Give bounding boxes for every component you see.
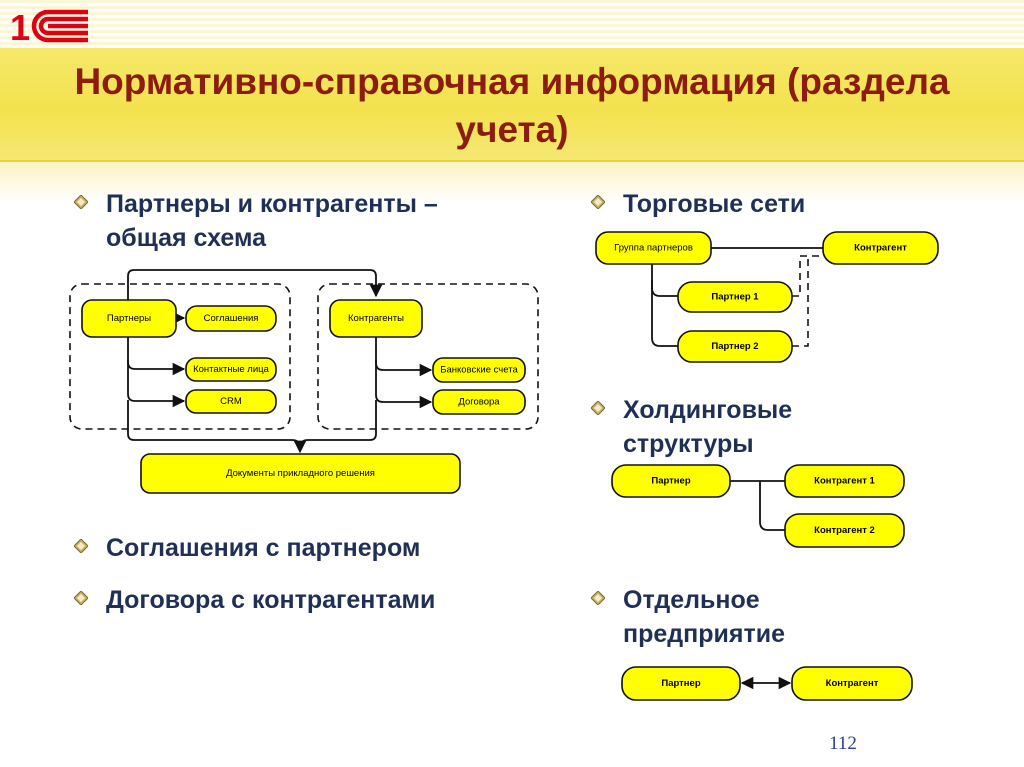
- edge-counterparties-documents: [299, 400, 377, 449]
- title-band-shadow: [0, 162, 1024, 202]
- node-partner1-label: Партнер 1: [711, 292, 759, 303]
- node-contracts-label: Договора: [458, 397, 500, 408]
- node-counterparty1-label: Контрагент 1: [814, 476, 875, 487]
- node-documents: Документы прикладного решения: [140, 453, 461, 494]
- node-counterparty1: Контрагент 1: [784, 464, 905, 498]
- node-counterparties: Контрагенты: [329, 299, 423, 338]
- node-partner-group: Группа партнеров: [595, 231, 712, 265]
- edge-counterparties-bank: [375, 337, 433, 377]
- node-tn-counterparty: Контрагент: [822, 231, 939, 265]
- partners-group-frame: [69, 283, 291, 430]
- bullet-contracts-text: Договора с контрагентами: [106, 586, 436, 614]
- bullet-single-enterprise: Отдельное предприятие: [591, 583, 991, 651]
- edge-group-partner1: [651, 264, 678, 297]
- slide-title: Нормативно-справочная информация (раздел…: [74, 61, 950, 150]
- bullet-single-enterprise-text: Отдельное предприятие: [623, 586, 785, 648]
- node-counterparties-label: Контрагенты: [348, 313, 404, 324]
- edge-partner2-counterparty: [792, 256, 809, 347]
- holdings-diagram: Партнер Контрагент 1 Контрагент 2: [611, 464, 905, 548]
- edge-partner-counterparty2: [759, 481, 785, 531]
- diamond-bullet-icon: [74, 591, 88, 605]
- page-number: 112: [829, 733, 857, 754]
- node-counterparty2-label: Контрагент 2: [814, 525, 875, 536]
- node-partner2: Партнер 2: [677, 330, 793, 363]
- node-se-partner: Партнер: [621, 666, 741, 701]
- 1c-logo: 1: [10, 7, 88, 48]
- node-crm-label: CRM: [220, 396, 242, 407]
- node-partner-group-label: Группа партнеров: [614, 243, 693, 254]
- edge-counterparties-contracts: [375, 360, 433, 409]
- node-partners-label: Партнеры: [107, 313, 151, 324]
- node-counterparty2: Контрагент 2: [784, 513, 905, 548]
- node-bank-accounts: Банковские счета: [432, 357, 526, 383]
- node-contact-persons-label: Контактные лица: [193, 364, 269, 375]
- diamond-bullet-icon: [591, 591, 605, 605]
- counterparties-group-frame: [317, 283, 539, 430]
- diamond-bullet-icon: [74, 539, 88, 553]
- node-contact-persons: Контактные лица: [185, 357, 277, 382]
- bullet-agreements: Соглашения с партнером: [74, 531, 514, 565]
- general-scheme-diagram: Партнеры Соглашения Контактные лица CRM …: [69, 269, 539, 494]
- bullet-partners-scheme: Партнеры и контрагенты – общая схема: [74, 187, 514, 255]
- node-holding-partner: Партнер: [611, 464, 731, 498]
- diamond-bullet-icon: [74, 195, 88, 209]
- node-contracts: Договора: [432, 389, 526, 415]
- bullet-trade-networks-text: Торговые сети: [623, 190, 806, 218]
- node-bank-accounts-label: Банковские счета: [440, 365, 518, 376]
- node-partner2-label: Партнер 2: [711, 341, 758, 352]
- node-se-counterparty: Контрагент: [791, 666, 913, 701]
- bullet-agreements-text: Соглашения с партнером: [106, 534, 421, 562]
- node-crm: CRM: [185, 389, 277, 414]
- node-partner1: Партнер 1: [677, 281, 793, 313]
- node-holding-partner-label: Партнер: [651, 476, 690, 487]
- diamond-bullet-icon: [591, 401, 605, 415]
- node-agreements: Соглашения: [185, 305, 277, 332]
- bullet-holdings-text: Холдинговые структуры: [623, 396, 793, 458]
- node-se-partner-label: Партнер: [661, 678, 700, 689]
- edge-partner1-counterparty: [792, 255, 823, 297]
- edge-partners-crm: [127, 360, 186, 408]
- bullet-partners-scheme-text: Партнеры и контрагенты – общая схема: [106, 190, 438, 252]
- node-tn-counterparty-label: Контрагент: [854, 243, 907, 254]
- single-enterprise-diagram: Партнер Контрагент: [621, 666, 913, 701]
- header-stripe: [0, 0, 1024, 48]
- diamond-bullet-icon: [591, 195, 605, 209]
- edge-group-partner2: [651, 280, 678, 347]
- title-band: [0, 48, 1024, 162]
- node-se-counterparty-label: Контрагент: [826, 678, 879, 689]
- logo-c-mark: [31, 9, 88, 43]
- node-partners: Партнеры: [81, 299, 177, 338]
- logo-digit: 1: [10, 7, 30, 48]
- bullet-contracts: Договора с контрагентами: [74, 583, 514, 617]
- node-agreements-label: Соглашения: [204, 313, 259, 324]
- edge-partners-counterparties: [127, 269, 383, 300]
- node-documents-label: Документы прикладного решения: [226, 468, 375, 479]
- bullet-holdings: Холдинговые структуры: [591, 393, 991, 461]
- edge-partners-contacts: [127, 337, 186, 376]
- trade-networks-diagram: Группа партнеров Контрагент Партнер 1 Па…: [595, 231, 939, 363]
- bullet-trade-networks: Торговые сети: [591, 187, 991, 221]
